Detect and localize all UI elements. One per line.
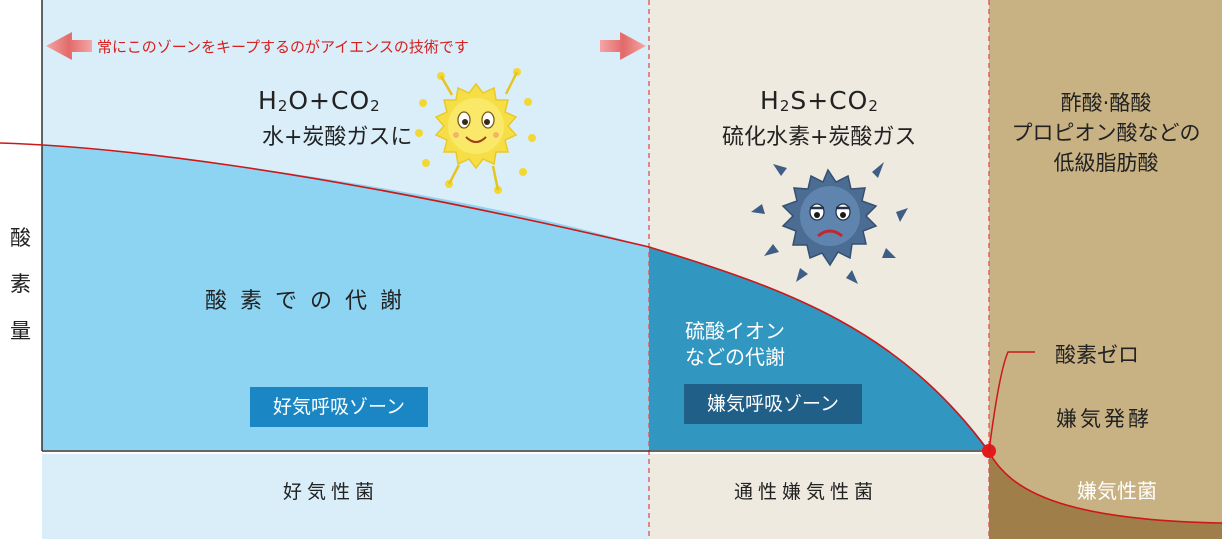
aerobic-oxygen-area bbox=[42, 145, 649, 450]
header-arrow-text: 常にこのゾーンをキープするのがアイエンスの技術です bbox=[97, 38, 469, 56]
oxygen-curve bbox=[0, 142, 1222, 524]
anaerobic-fermentation-label: 嫌気発酵 bbox=[1056, 407, 1152, 431]
anaerobic-products-line2: プロピオン酸などの bbox=[1011, 121, 1201, 145]
oxygen-zero-label: 酸素ゼロ bbox=[1055, 343, 1139, 367]
anaerobic-zone-bg bbox=[989, 0, 1222, 539]
anaerobic-products-line1: 酢酸·酪酸 bbox=[1060, 91, 1152, 115]
happy-microbe-icon bbox=[415, 68, 536, 194]
anaerobic-products-line3: 低級脂肪酸 bbox=[1053, 151, 1159, 175]
aerobic-zone-badge: 好気呼吸ゾーン bbox=[250, 387, 428, 427]
anaerobic-products: 酢酸·酪酸 プロピオン酸などの 低級脂肪酸 bbox=[990, 88, 1222, 178]
double-arrow-icon bbox=[46, 32, 646, 60]
facultative-formula: H2S+CO2 bbox=[760, 86, 879, 115]
facultative-bottom-label: 通性嫌気性菌 bbox=[734, 481, 879, 503]
facultative-metabolism-line1: 硫酸イオン bbox=[685, 319, 785, 343]
sad-microbe-icon bbox=[751, 162, 908, 284]
y-axis-label-char-1: 酸 bbox=[10, 226, 31, 250]
facultative-metabolism-line2: などの代謝 bbox=[685, 345, 785, 369]
anaerobic-bottom-label: 嫌気性菌 bbox=[1077, 479, 1157, 503]
aerobic-metabolism: 酸素での代謝 bbox=[205, 289, 416, 314]
anaerobic-bottom-area bbox=[989, 452, 1222, 539]
y-axis-label-char-3: 量 bbox=[10, 319, 31, 343]
aerobic-subtitle: 水+炭酸ガスに bbox=[262, 125, 413, 150]
aerobic-formula: H2O+CO2 bbox=[258, 86, 381, 115]
facultative-zone-badge: 嫌気呼吸ゾーン bbox=[684, 384, 862, 424]
oxygen-zero-leader bbox=[988, 351, 1035, 452]
facultative-subtitle: 硫化水素+炭酸ガス bbox=[722, 125, 917, 150]
aerobic-bottom-label: 好気性菌 bbox=[283, 481, 380, 503]
y-axis-label-char-2: 素 bbox=[10, 272, 31, 296]
